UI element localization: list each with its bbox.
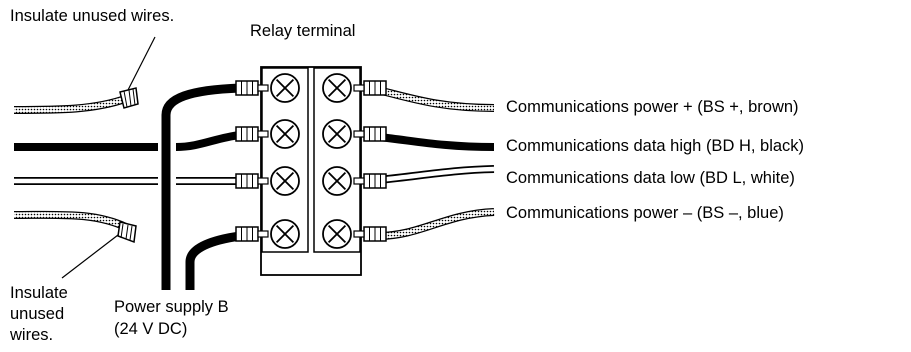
label-insulate-bottom-line2: unused: [10, 305, 65, 323]
right-wire-power-minus: [377, 208, 495, 240]
terminal-screw-icon: [270, 119, 300, 149]
leader-line-insulate-bottom: [61, 234, 119, 279]
insulation-cap-top: [119, 87, 139, 109]
label-insulate-bottom-line1: Insulate: [10, 284, 68, 302]
unused-wire-bottom: [13, 210, 137, 244]
crimp-connector-icon: [353, 80, 387, 96]
terminal-screw-icon: [270, 73, 300, 103]
label-comm-data-high: Communications data high (BD H, black): [506, 137, 805, 155]
leader-line-insulate-top: [127, 36, 156, 91]
label-relay-terminal: Relay terminal: [250, 22, 356, 40]
crimp-connector-icon: [235, 226, 269, 242]
right-wire-data-high: [377, 133, 495, 151]
unused-wire-top: [13, 87, 139, 114]
label-comm-power-minus: Communications power – (BS –, blue): [506, 204, 784, 222]
crimp-connector-icon: [353, 126, 387, 142]
right-wire-power-plus: [377, 86, 495, 112]
terminal-screw-icon: [322, 219, 352, 249]
crimp-connector-icon: [235, 126, 269, 142]
label-comm-power-plus: Communications power + (BS +, brown): [506, 98, 799, 116]
terminal-screw-icon: [270, 219, 300, 249]
relay-terminal: [260, 66, 362, 276]
label-insulate-bottom-line3: wires.: [10, 326, 54, 344]
crimp-connector-icon: [235, 80, 269, 96]
label-insulate-top: Insulate unused wires.: [10, 7, 175, 25]
label-comm-data-low: Communications data low (BD L, white): [506, 169, 795, 187]
crimp-connector-icon: [235, 173, 269, 189]
terminal-screw-icon: [322, 73, 352, 103]
left-wire-data-high: [14, 131, 241, 151]
crimp-connector-icon: [353, 226, 387, 242]
terminal-screw-icon: [322, 119, 352, 149]
right-wire-data-low: [377, 165, 495, 184]
label-power-supply-line1: Power supply B: [114, 298, 229, 316]
power-supply-wire-1: [161, 83, 241, 290]
terminal-screw-icon: [270, 166, 300, 196]
crimp-connector-icon: [353, 173, 387, 189]
label-power-supply-line2: (24 V DC): [114, 320, 188, 338]
insulation-cap-bottom: [117, 221, 137, 244]
power-supply-wire-2: [185, 231, 241, 290]
terminal-screw-icon: [322, 166, 352, 196]
